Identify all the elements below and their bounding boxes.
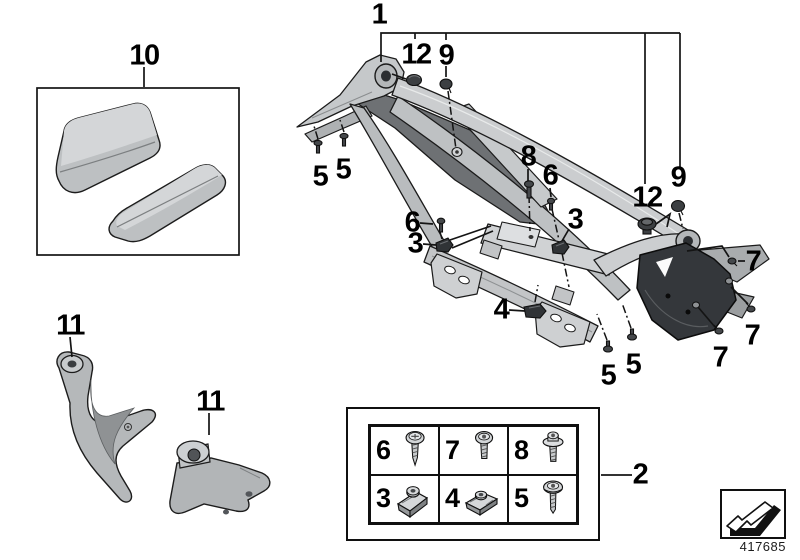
legend-number: 4: [445, 483, 460, 514]
screw-7-c-icon: [713, 324, 724, 335]
callout-6-left[interactable]: 6: [404, 206, 421, 239]
callout-4[interactable]: 4: [493, 293, 510, 326]
screw-7-b-icon: [745, 302, 756, 313]
callout-10[interactable]: 10: [129, 39, 160, 72]
screw-6-left-icon: [436, 217, 446, 233]
self-tapping-screw-icon: [405, 431, 425, 468]
callout-11-left[interactable]: 11: [56, 309, 85, 342]
callout-8[interactable]: 8: [520, 140, 537, 173]
callout-7-c[interactable]: 7: [712, 341, 729, 374]
legend-cell-4[interactable]: 4: [439, 474, 508, 523]
callout-5-bottom-a[interactable]: 5: [600, 359, 617, 392]
callout-5-bottom-b[interactable]: 5: [625, 348, 642, 381]
callout-9-left[interactable]: 9: [438, 39, 455, 72]
support-pad-right: [108, 164, 227, 243]
bracket-11-left: [56, 351, 157, 503]
callout-2[interactable]: 2: [632, 458, 649, 491]
callout-7-a[interactable]: 7: [745, 245, 762, 278]
screw-8-icon: [523, 180, 535, 199]
screw-5-bottom-b-icon: [626, 328, 638, 341]
callout-6-mid[interactable]: 6: [542, 159, 559, 192]
legend-cell-3[interactable]: 3: [370, 474, 439, 523]
grommet-cap-12-right-icon: [637, 217, 657, 235]
legend-number: 5: [514, 483, 529, 514]
callout-12-left[interactable]: 12: [401, 38, 432, 71]
direction-arrow-icon: [726, 501, 781, 536]
direction-arrow-box: [720, 489, 786, 539]
legend-number: 3: [376, 483, 391, 514]
grommet-cap-12-left-icon: [405, 73, 423, 87]
clip-nut-4-icon: [523, 303, 547, 319]
screw-5-left-a-icon: [313, 139, 323, 154]
pad-box-outline: [36, 87, 240, 256]
clip-nut-icon: [396, 485, 429, 518]
leader-lines-dashed: [313, 90, 684, 341]
grommet-cap-9-right-icon: [670, 199, 686, 216]
support-pad-left: [55, 102, 161, 194]
callout-11-right[interactable]: 11: [196, 385, 225, 418]
legend-cell-5[interactable]: 5: [508, 474, 577, 523]
legend-cell-7[interactable]: 7: [439, 426, 508, 475]
grommet-cap-9-left-icon: [439, 78, 453, 94]
callout-3-left[interactable]: 3: [407, 227, 424, 260]
legend-number: 7: [445, 434, 460, 465]
frame-assembly-illustration: [296, 54, 770, 348]
oval-head-screw-icon: [543, 480, 564, 514]
diagram-number: 417685: [739, 539, 786, 554]
callout-3-mid[interactable]: 3: [567, 203, 584, 236]
fasteners: [313, 73, 756, 353]
screw-5-bottom-a-icon: [602, 340, 614, 353]
callout-12-right[interactable]: 12: [632, 181, 663, 214]
leader-lines-solid: [69, 32, 749, 476]
fastener-legend-grid: 6 7 8: [368, 424, 579, 525]
screw-5-left-b-icon: [339, 132, 349, 147]
clip-nut-flat-icon: [464, 490, 499, 516]
callout-5-left-b[interactable]: 5: [335, 153, 352, 186]
legend-number: 8: [514, 434, 529, 465]
callout-5-left-a[interactable]: 5: [312, 160, 329, 193]
callout-9-right[interactable]: 9: [670, 161, 687, 194]
bracket-11-right: [169, 440, 271, 515]
clip-nut-3-left-icon: [435, 237, 454, 253]
callout-1[interactable]: 1: [371, 0, 388, 31]
legend-cell-6[interactable]: 6: [370, 426, 439, 475]
legend-cell-8[interactable]: 8: [508, 426, 577, 475]
legend-number: 6: [376, 434, 391, 465]
fastener-legend-box: 6 7 8: [346, 407, 600, 541]
screw-6-mid-icon: [546, 197, 556, 211]
callout-7-b[interactable]: 7: [744, 319, 761, 352]
pan-head-screw-icon: [474, 431, 494, 460]
screw-7-a-icon: [727, 257, 738, 267]
collar-screw-icon: [542, 431, 564, 463]
clip-nut-3-mid-icon: [551, 239, 570, 255]
